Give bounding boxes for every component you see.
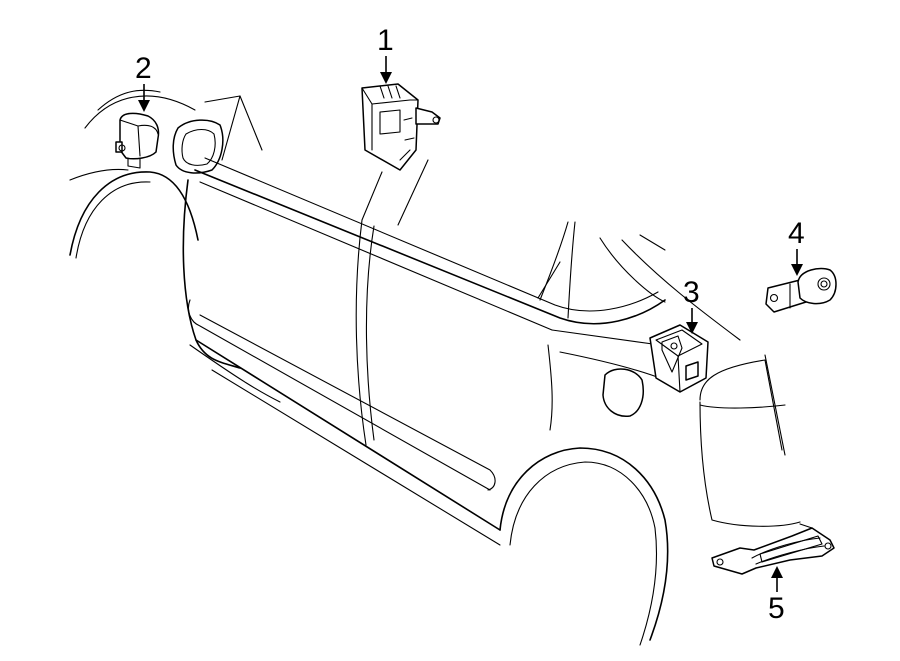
callout-4: 4 [788, 217, 805, 276]
callout-3-arrow [686, 322, 698, 334]
callout-2: 2 [135, 52, 152, 112]
callout-3: 3 [683, 276, 700, 334]
part-2-sensor [115, 112, 160, 169]
callout-2-number: 2 [135, 52, 152, 85]
part-4-bracket-sensor [765, 267, 837, 313]
part-5-handle-antenna [711, 523, 835, 575]
callout-4-number: 4 [788, 217, 805, 250]
fuel-door [602, 368, 644, 417]
callout-1-arrow [380, 72, 392, 84]
callout-4-arrow [791, 264, 803, 276]
callout-1: 1 [377, 24, 394, 84]
callout-2-arrow [138, 100, 150, 112]
callout-1-number: 1 [377, 24, 394, 57]
callout-3-number: 3 [683, 276, 700, 309]
part-1-control-module [361, 83, 441, 171]
callout-5-number: 5 [768, 592, 785, 625]
part-3-module [649, 324, 709, 393]
callout-5: 5 [768, 566, 785, 625]
callout-5-arrow [771, 566, 783, 578]
vehicle-side-outline [69, 89, 801, 646]
